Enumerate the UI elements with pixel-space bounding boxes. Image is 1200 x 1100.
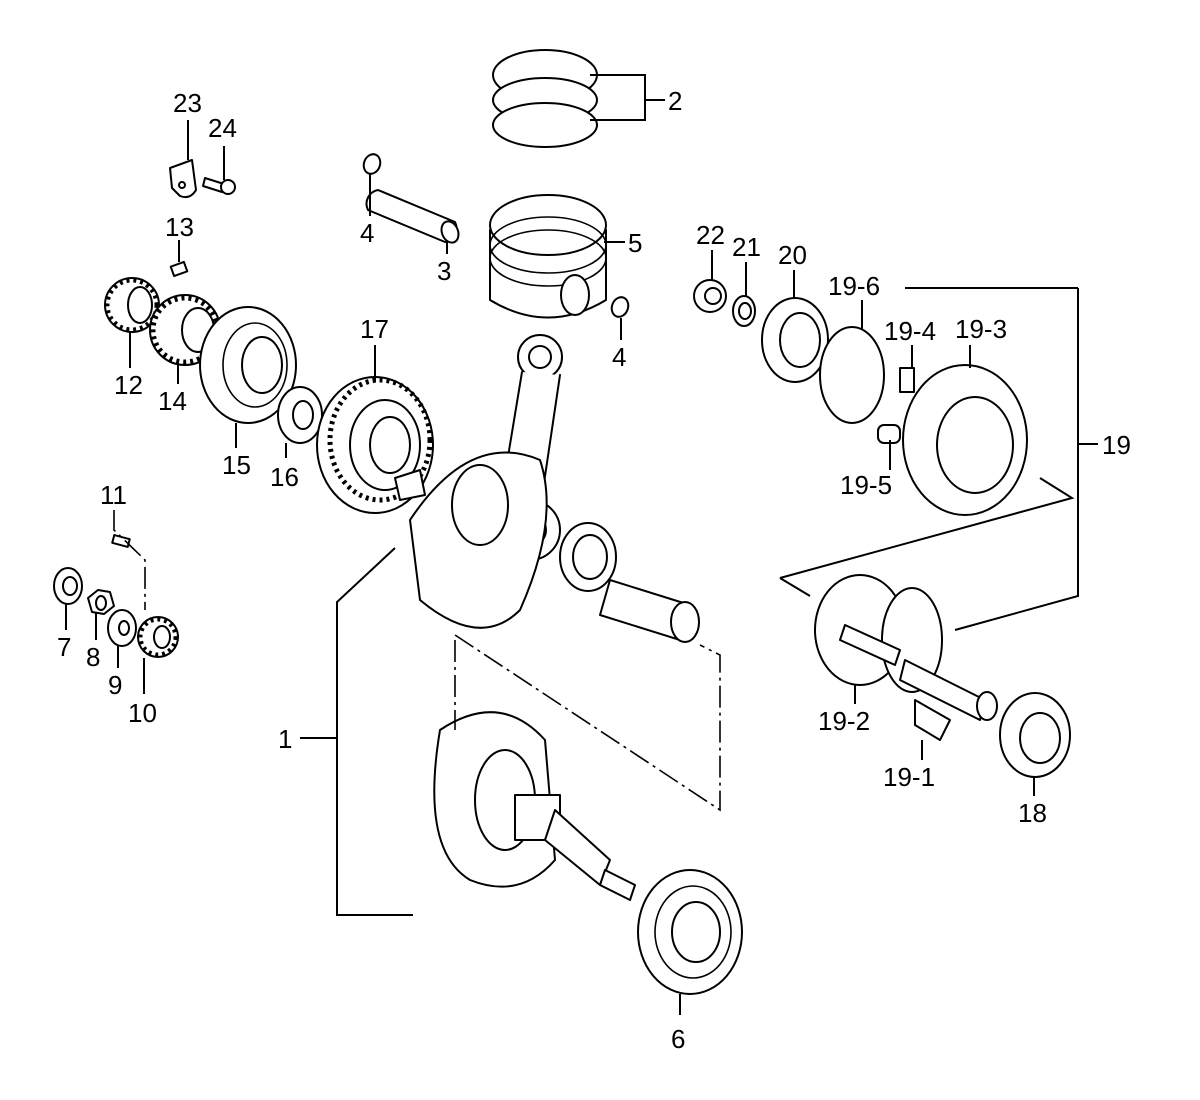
callout-7: 7 <box>57 632 71 662</box>
piston-pin <box>365 189 460 244</box>
callout-10: 10 <box>128 698 157 728</box>
screw <box>202 177 236 195</box>
nut <box>87 589 115 615</box>
callout-3: 3 <box>437 256 451 286</box>
piston-pin-clip-lower <box>610 296 630 318</box>
piston-pin-clip-upper <box>362 153 382 175</box>
spring-small <box>169 260 189 278</box>
callout-24: 24 <box>208 113 237 143</box>
callout-19: 19 <box>1102 430 1131 460</box>
crank-pin <box>599 579 700 643</box>
washer <box>107 609 137 647</box>
callout-20: 20 <box>778 240 807 270</box>
main-bearing-right <box>637 869 743 995</box>
callout-2: 2 <box>668 86 682 116</box>
callout-17: 17 <box>360 314 389 344</box>
callout-4-upper: 4 <box>360 218 374 248</box>
callout-19-6: 19-6 <box>828 271 880 301</box>
callout-16: 16 <box>270 462 299 492</box>
callout-12: 12 <box>114 370 143 400</box>
main-bearing-left <box>199 306 297 424</box>
primary-drive-gear <box>104 277 160 333</box>
callout-4-lower: 4 <box>612 342 626 372</box>
callout-13: 13 <box>165 212 194 242</box>
callout-1: 1 <box>278 724 292 754</box>
callout-15: 15 <box>222 450 251 480</box>
callout-23: 23 <box>173 88 202 118</box>
needle-bearing <box>559 522 617 592</box>
callout-9: 9 <box>108 670 122 700</box>
callout-19-4: 19-4 <box>884 316 936 346</box>
key <box>111 534 131 548</box>
starter-crank-shaft <box>839 587 998 741</box>
callout-11: 11 <box>100 480 127 510</box>
callout-19-3: 19-3 <box>955 314 1007 344</box>
bearing-18 <box>999 692 1071 778</box>
flange-nut <box>693 279 727 313</box>
spring-coil <box>899 367 915 393</box>
one-way-clutch <box>902 364 1028 516</box>
callout-22: 22 <box>696 220 725 250</box>
washer-small <box>732 295 756 327</box>
piston-rings <box>492 49 598 148</box>
callout-19-5: 19-5 <box>840 470 892 500</box>
callout-19-2: 19-2 <box>818 706 870 736</box>
circlip <box>819 326 885 424</box>
thrust-shim <box>277 386 323 444</box>
callout-18: 18 <box>1018 798 1047 828</box>
callout-labels: 1 2 3 4 4 5 6 7 8 9 10 11 12 13 14 15 16… <box>57 86 1131 1054</box>
crank-web-left <box>394 451 548 629</box>
crank-web-right <box>433 711 636 901</box>
clutch-bearing <box>761 297 829 383</box>
balancer-driven-gear <box>137 616 179 658</box>
callout-14: 14 <box>158 386 187 416</box>
piston <box>489 194 607 319</box>
callout-6: 6 <box>671 1024 685 1054</box>
callout-5: 5 <box>628 228 642 258</box>
leader-lines <box>65 74 1098 1015</box>
callout-8: 8 <box>86 642 100 672</box>
retainer-plate <box>169 159 197 199</box>
oil-seal <box>53 567 83 605</box>
callout-21: 21 <box>732 232 761 262</box>
callout-19-1: 19-1 <box>883 762 935 792</box>
